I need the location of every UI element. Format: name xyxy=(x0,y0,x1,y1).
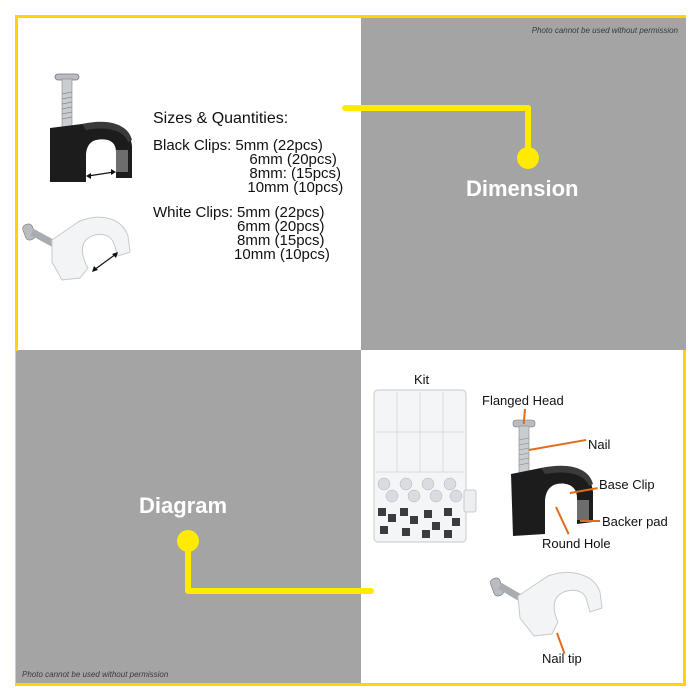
black-clips-group: Black Clips: 5mm (22pcs) 6mm (20pcs) 8mm… xyxy=(153,137,344,196)
callout-backer-pad: Backer pad xyxy=(602,514,668,529)
white-clip-size: 8mm (15pcs) xyxy=(237,232,325,249)
black-clips-label: Black Clips: xyxy=(153,137,232,154)
white-clip-size: 5mm (22pcs) xyxy=(237,204,325,221)
kit-box-image xyxy=(373,389,477,543)
frame-border-bottom xyxy=(15,683,686,686)
labeled-white-clip-image xyxy=(490,572,603,637)
callout-nail: Nail xyxy=(588,437,611,452)
frame-border-left-lower xyxy=(15,350,16,685)
black-clip-size: 10mm (10pcs) xyxy=(247,179,344,196)
frame-border-left xyxy=(15,15,18,351)
section-title-diagram: Diagram xyxy=(139,493,228,518)
white-clips-group: White Clips: 5mm (22pcs) 6mm (20pcs) 8mm… xyxy=(153,204,343,263)
dimension-info-panel xyxy=(15,15,361,350)
labeled-black-clip-image xyxy=(511,419,593,536)
white-clip-size: 6mm (20pcs) xyxy=(237,218,325,235)
connector-dot-dimension xyxy=(517,147,539,169)
callout-base-clip: Base Clip xyxy=(599,477,655,492)
dimension-title-panel xyxy=(361,15,686,350)
black-clip-size: 6mm (20pcs) xyxy=(249,151,337,168)
connector-line-vertical-bottom xyxy=(185,540,191,593)
connector-line-horizontal-top xyxy=(342,105,531,111)
connector-line-horizontal-bottom xyxy=(185,588,374,594)
specs-heading: Sizes & Quantities: xyxy=(153,110,289,127)
white-clip-image xyxy=(22,216,131,281)
callout-flanged-head: Flanged Head xyxy=(482,393,564,408)
section-title-dimension: Dimension xyxy=(466,176,579,201)
sizes-quantities-list: Sizes & Quantities: Black Clips: 5mm (22… xyxy=(153,110,344,273)
black-clip-size: 8mm: (15pcs) xyxy=(249,165,342,182)
black-clip-size: 5mm (22pcs) xyxy=(235,137,323,154)
leader-backer-pad xyxy=(580,520,600,522)
infographic-frame xyxy=(15,15,686,685)
white-clip-size: 10mm (10pcs) xyxy=(234,246,330,263)
callout-nail-tip: Nail tip xyxy=(542,651,582,666)
white-clips-label: White Clips: xyxy=(153,204,234,221)
kit-label: Kit xyxy=(414,372,430,387)
diagram-title-panel xyxy=(15,350,361,685)
frame-border-right xyxy=(683,350,686,685)
connector-line-vertical-top xyxy=(525,105,531,157)
black-clip-image xyxy=(50,73,132,182)
frame-border-top xyxy=(15,15,686,18)
callout-round-hole: Round Hole xyxy=(542,536,611,551)
watermark-bottom: Photo cannot be used without permission xyxy=(22,670,169,679)
watermark-top: Photo cannot be used without permission xyxy=(531,26,678,35)
